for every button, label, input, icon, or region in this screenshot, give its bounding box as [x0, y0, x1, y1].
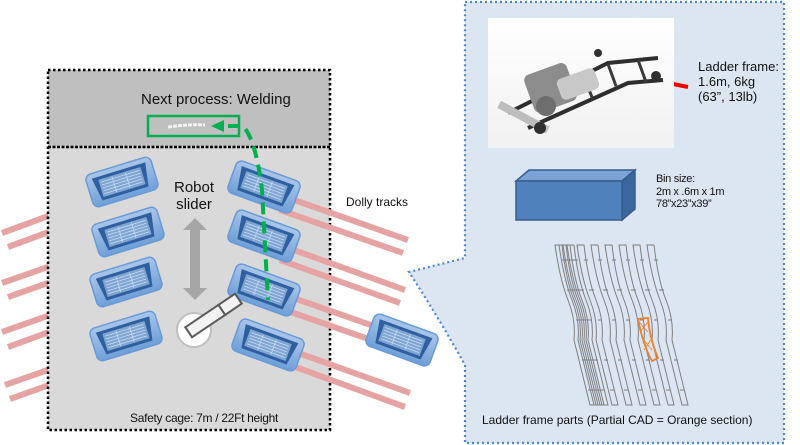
path-arrowhead-icon — [211, 120, 224, 132]
ladder-frame-parts-cad — [554, 244, 689, 406]
next-process-label: Next process: Welding — [141, 91, 291, 108]
bin-size-label: Bin size: 2m x .6m x 1m 78”x23”x39” — [656, 173, 725, 211]
welding-zone — [48, 70, 330, 146]
ladder-frame-spec-label: Ladder frame: 1.6m, 6kg (63”, 13lb) — [698, 59, 779, 104]
partial-cad-orange-section — [636, 317, 660, 363]
chassis-illustration — [497, 49, 664, 134]
bin-outside — [363, 311, 441, 369]
slider-double-arrow-icon — [183, 218, 207, 300]
safety-cage-label: Safety cage: 7m / 22Ft height — [130, 411, 279, 425]
robot-arm — [183, 292, 244, 339]
robot-slider-label: Robot slider — [174, 179, 215, 214]
transfer-path — [228, 124, 270, 301]
ladder-frame-photo — [488, 18, 674, 148]
parts-caption: Ladder frame parts (Partial CAD = Orange… — [482, 413, 753, 427]
right-dolly-tracks — [278, 192, 412, 410]
bin-3d-box — [513, 168, 638, 222]
dolly-tracks-label: Dolly tracks — [346, 195, 409, 209]
